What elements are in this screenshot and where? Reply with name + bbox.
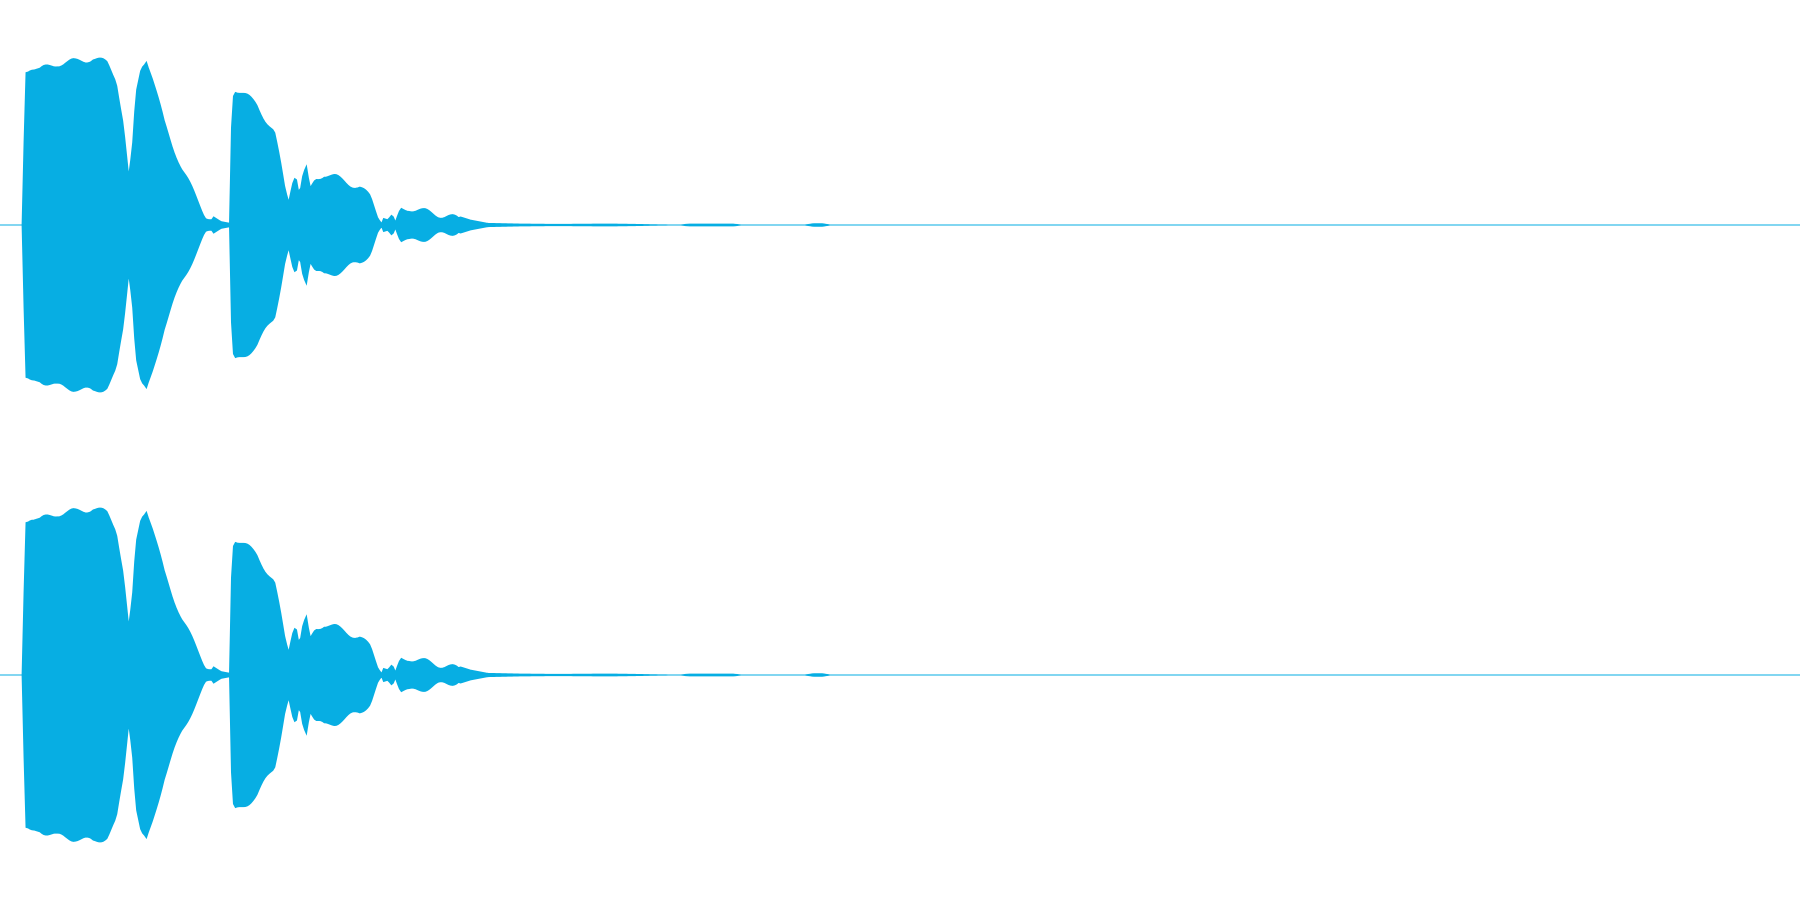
channel-2-waveform	[21, 507, 1800, 843]
waveform-channel-2[interactable]	[0, 507, 1800, 843]
waveform-channel-1[interactable]	[0, 57, 1800, 393]
channel-1-waveform	[21, 57, 1800, 393]
